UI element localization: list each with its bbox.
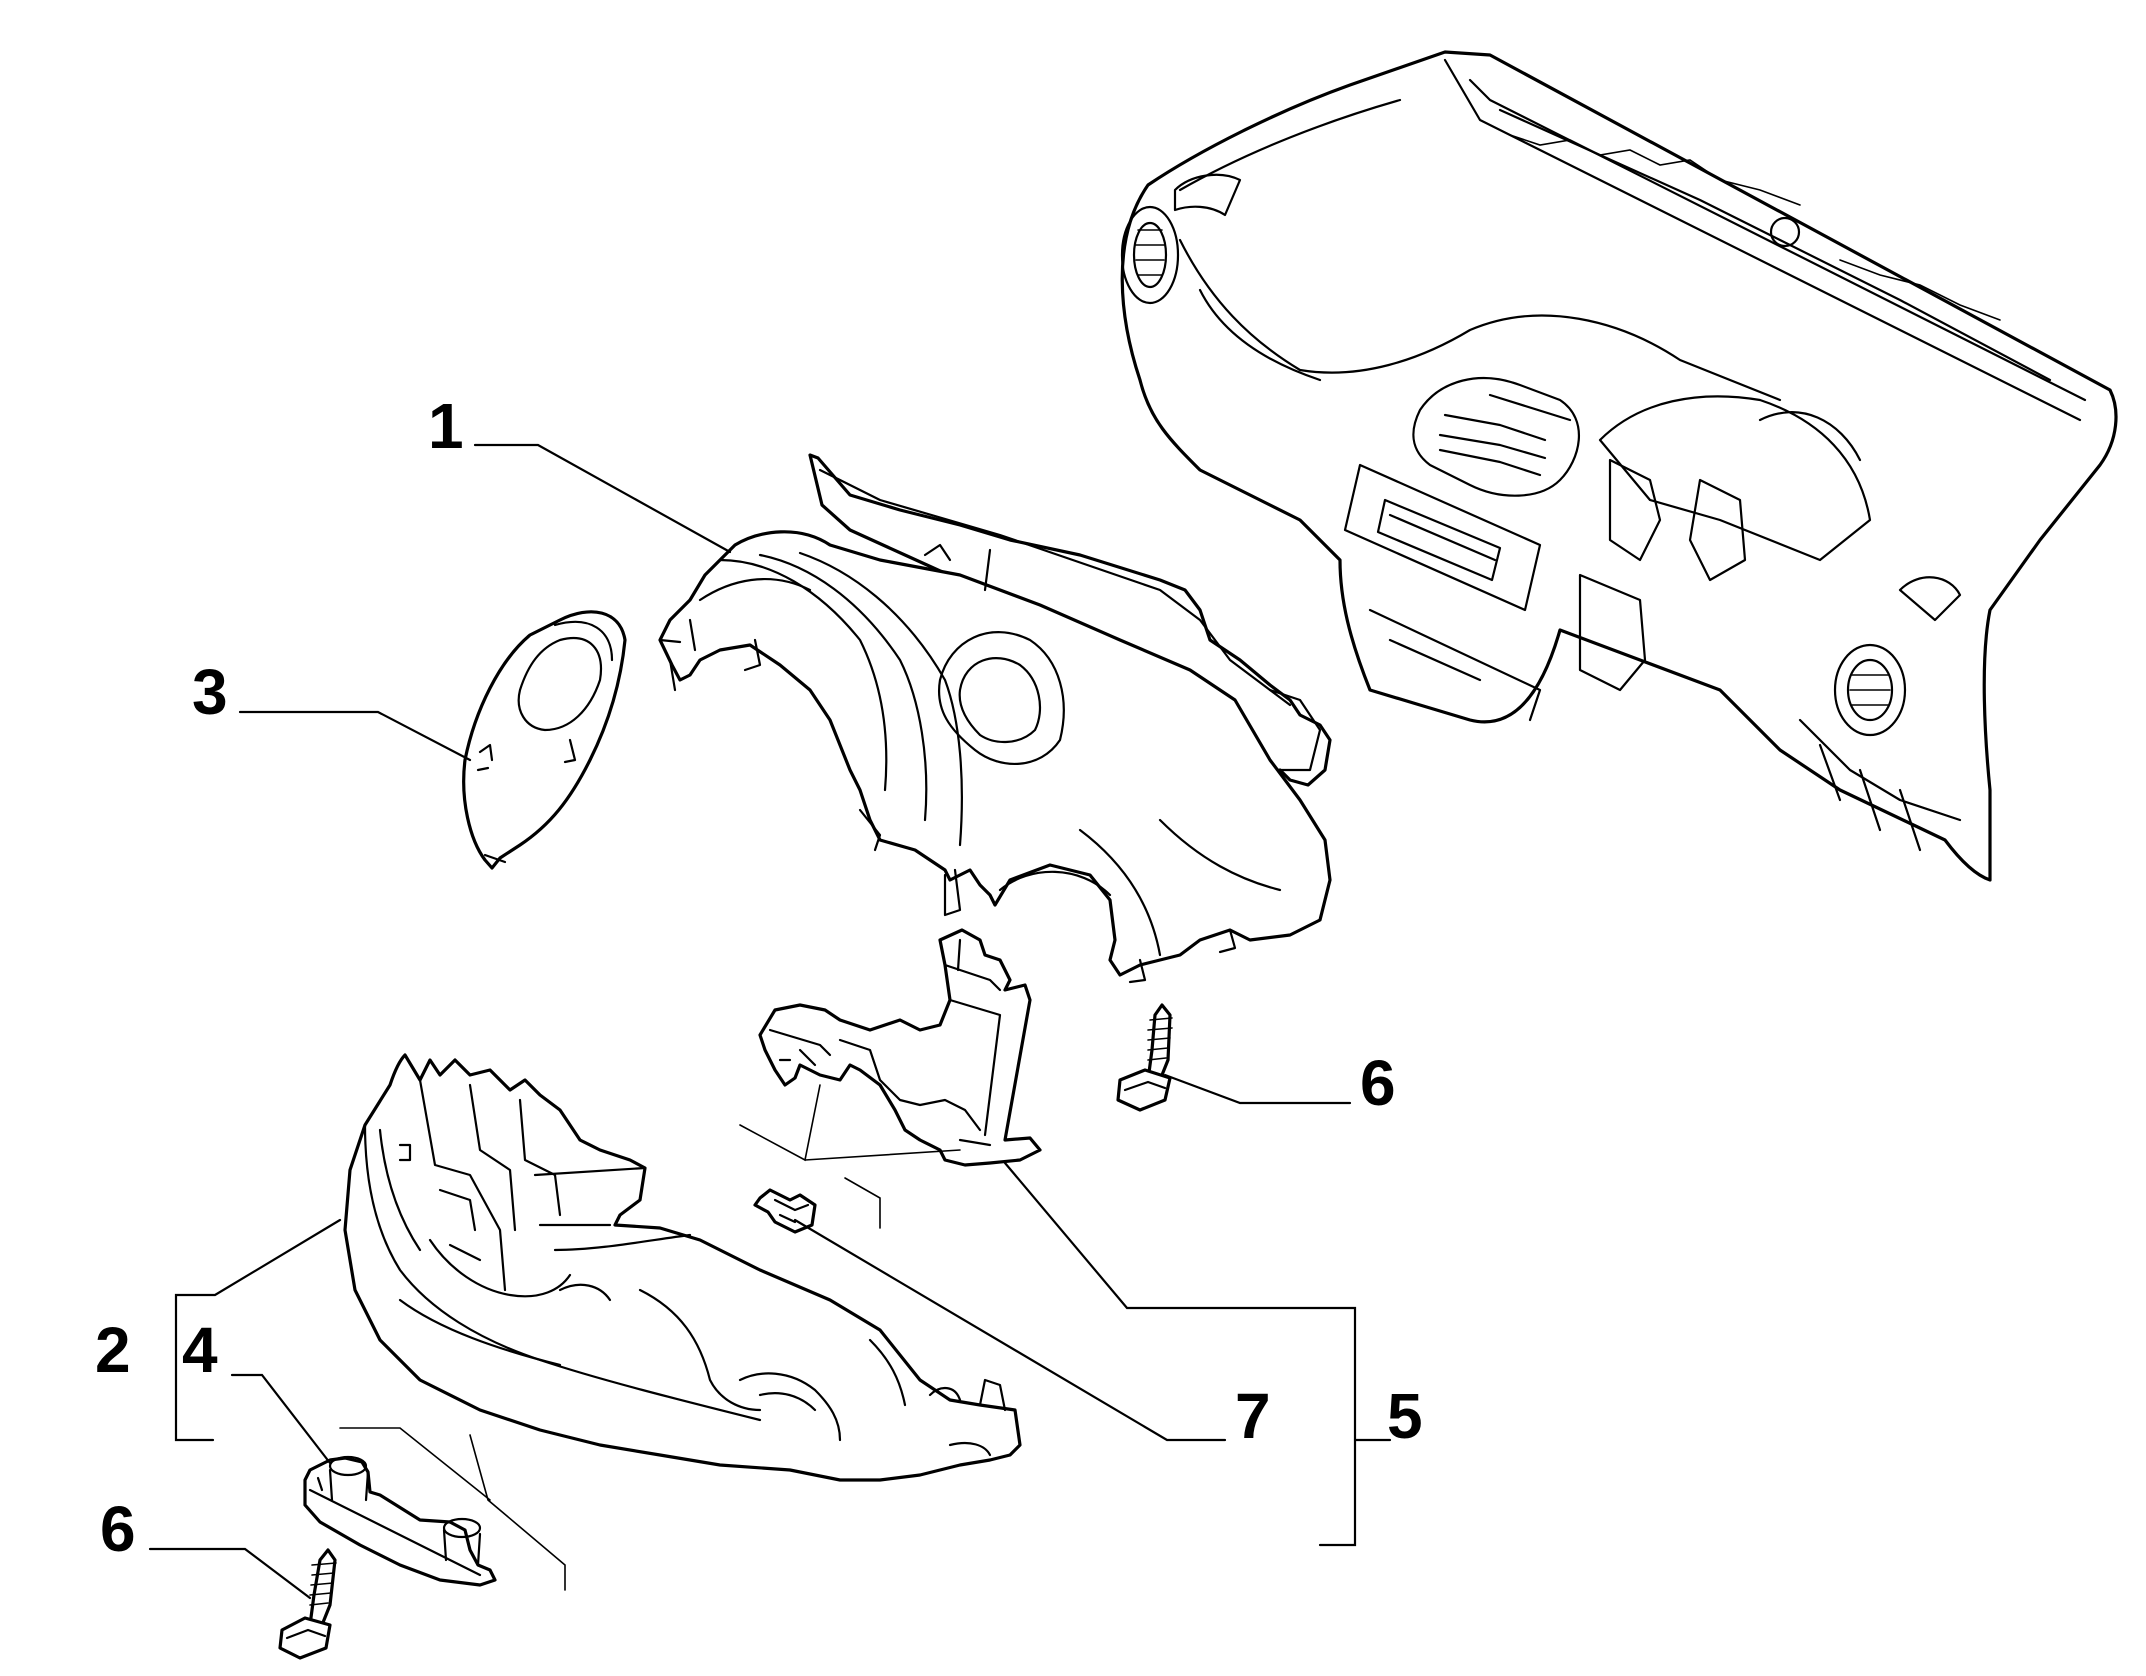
callout-6-upper: 6 xyxy=(1360,1047,1396,1119)
callout-7: 7 xyxy=(1235,1380,1271,1452)
leader-6-lower xyxy=(148,1547,312,1600)
callout-3: 3 xyxy=(192,656,228,728)
dashboard-assembly xyxy=(1120,50,2118,882)
leader-2-bracket xyxy=(174,1218,342,1442)
part-2-lower-steering-column-shroud xyxy=(343,1053,1022,1482)
part-7-clip xyxy=(753,1188,817,1234)
callout-5: 5 xyxy=(1387,1380,1423,1452)
callout-2: 2 xyxy=(95,1314,131,1386)
leader-3 xyxy=(238,710,472,762)
part-1-upper-steering-column-shroud xyxy=(658,453,1332,984)
part-6-screw-lower xyxy=(278,1548,337,1660)
callout-4: 4 xyxy=(182,1314,218,1386)
part-4-mounting-bracket xyxy=(303,1455,497,1587)
callout-1: 1 xyxy=(428,390,464,462)
leader-6-upper xyxy=(1163,1073,1352,1105)
leader-5-bracket xyxy=(1003,1161,1357,1547)
part-5-bracket xyxy=(758,928,1042,1167)
leader-7 xyxy=(793,1218,1227,1442)
leader-1 xyxy=(473,443,732,554)
leader-lines xyxy=(148,443,1392,1600)
part-3-cover xyxy=(462,610,627,870)
leader-4 xyxy=(230,1373,332,1465)
part-6-screw-upper xyxy=(1116,1003,1173,1112)
callout-6-lower: 6 xyxy=(100,1493,136,1565)
callout-labels: 1 2 3 4 5 6 6 7 xyxy=(95,390,1423,1565)
